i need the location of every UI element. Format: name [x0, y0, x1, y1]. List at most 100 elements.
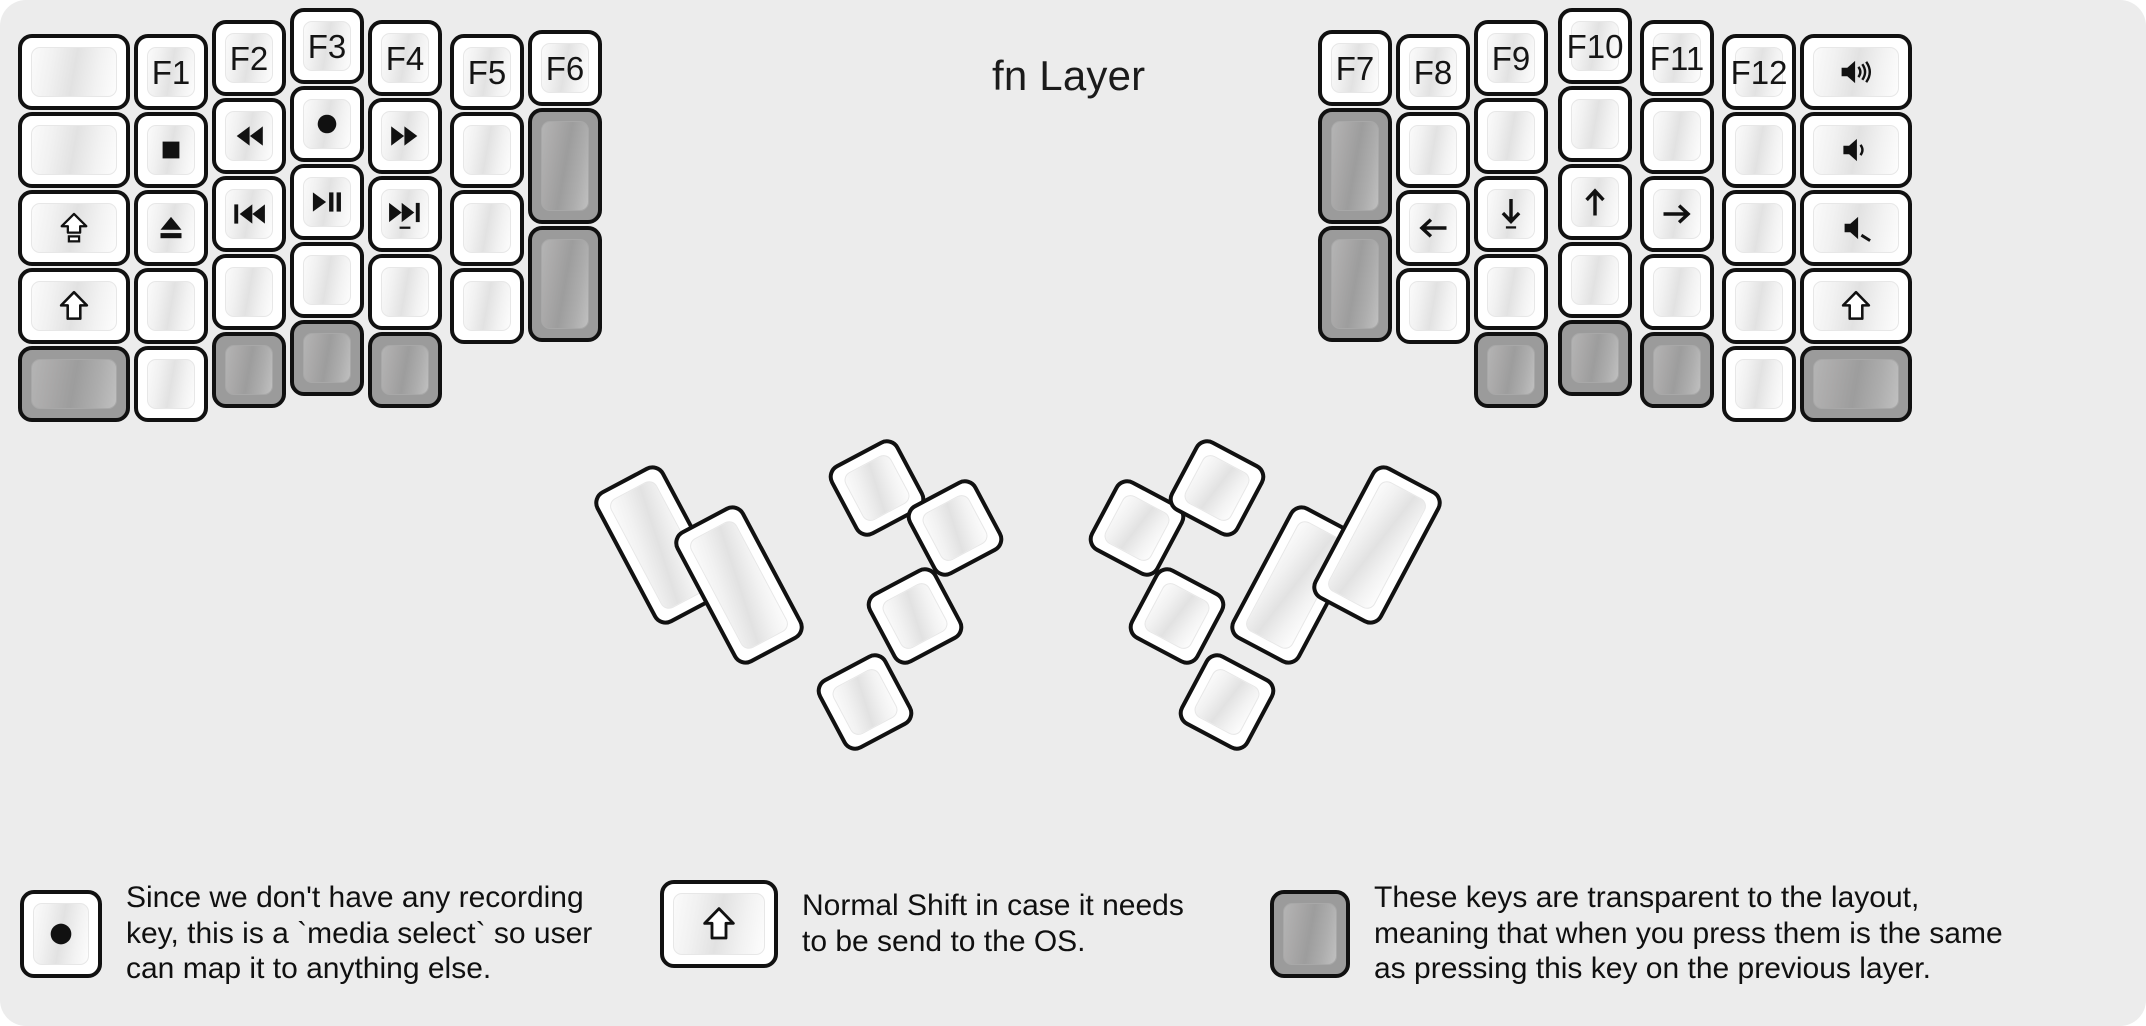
right-col-6-pinky-key-2[interactable] [1722, 112, 1796, 188]
right-col-1-inner2-key-2[interactable] [1318, 108, 1392, 224]
keycap-surface [1409, 281, 1457, 331]
left-col-3-ring-key-2[interactable] [212, 98, 286, 174]
right-col-2-inner-key-2[interactable] [1396, 112, 1470, 188]
right-col-5-ring-key-1[interactable]: F11 [1640, 20, 1714, 96]
left-col-4-middle-key-4[interactable] [290, 242, 364, 318]
record-icon [294, 90, 360, 158]
left-col-2-pinky-key-2[interactable] [134, 112, 208, 188]
left-col-3-ring-key-3[interactable] [212, 176, 286, 252]
left-col-3-ring-key-1[interactable]: F2 [212, 20, 286, 96]
left-col-7-inner2-key-1[interactable]: F6 [528, 30, 602, 106]
next-track-underline-icon [389, 202, 420, 229]
left-col-1-outer-key-2[interactable] [18, 112, 130, 188]
left-col-2-pinky-key-4[interactable] [134, 268, 208, 344]
left-col-1-outer-key-1[interactable] [18, 34, 130, 110]
left-col-2-pinky-key-5[interactable] [134, 346, 208, 422]
right-col-2-inner-key-1[interactable]: F8 [1396, 34, 1470, 110]
key-label [454, 272, 520, 340]
right-col-3-index-key-1[interactable]: F9 [1474, 20, 1548, 96]
left-col-7-inner2-key-3[interactable] [528, 226, 602, 342]
up-arrow-icon [1585, 188, 1605, 216]
keycap-surface [31, 125, 117, 175]
left-col-5-index-key-4[interactable] [368, 254, 442, 330]
left-col-4-middle-key-3[interactable] [290, 164, 364, 240]
right-col-5-ring-key-2[interactable] [1640, 98, 1714, 174]
left-col-4-middle-key-5[interactable] [290, 320, 364, 396]
right-col-1-inner2-key-1[interactable]: F7 [1318, 30, 1392, 106]
keycap-surface [541, 121, 589, 211]
right-col-3-index-key-3[interactable] [1474, 176, 1548, 252]
right-col-2-inner-key-4[interactable] [1396, 268, 1470, 344]
left-col-4-middle-key-2[interactable] [290, 86, 364, 162]
left-col-5-index-key-2[interactable] [368, 98, 442, 174]
right-col-7-outer-key-2[interactable] [1800, 112, 1912, 188]
left-col-7-inner2-key-2[interactable] [528, 108, 602, 224]
key-label: F10 [1566, 27, 1624, 65]
key-label [1562, 246, 1628, 314]
right-col-7-outer-key-1[interactable] [1800, 34, 1912, 110]
right-col-5-ring-key-4[interactable] [1640, 254, 1714, 330]
record-icon [50, 923, 72, 944]
right-col-4-middle-key-5[interactable] [1558, 320, 1632, 396]
left-col-1-outer-key-4[interactable] [18, 268, 130, 344]
right-col-4-middle-key-1[interactable]: F10 [1558, 8, 1632, 84]
left-col-1-outer-key-5[interactable] [18, 346, 130, 422]
left-col-5-index-key-3[interactable] [368, 176, 442, 252]
right-col-7-outer-key-5[interactable] [1800, 346, 1912, 422]
right-col-4-middle-key-4[interactable] [1558, 242, 1632, 318]
key-label [454, 116, 520, 184]
legend-key-sample-2[interactable] [660, 880, 778, 968]
right-col-3-index-key-5[interactable] [1474, 332, 1548, 408]
left-col-1-outer-key-3[interactable] [18, 190, 130, 266]
right-col-7-outer-key-4[interactable] [1800, 268, 1912, 344]
left-col-3-ring-key-4[interactable] [212, 254, 286, 330]
left-col-6-inner-key-2[interactable] [450, 112, 524, 188]
up-arrow-icon [1562, 168, 1628, 236]
prev-track-icon [234, 204, 265, 224]
shift-arrow-icon [703, 907, 735, 940]
right-col-3-index-key-4[interactable] [1474, 254, 1548, 330]
left-col-6-inner-key-3[interactable] [450, 190, 524, 266]
key-label: F2 [229, 39, 269, 77]
key-label [372, 336, 438, 404]
right-col-4-middle-key-2[interactable] [1558, 86, 1632, 162]
right-col-5-ring-key-3[interactable] [1640, 176, 1714, 252]
right-col-2-inner-key-3[interactable] [1396, 190, 1470, 266]
keycap-surface [463, 125, 511, 175]
right-col-5-ring-key-5[interactable] [1640, 332, 1714, 408]
right-col-6-pinky-key-3[interactable] [1722, 190, 1796, 266]
stop-icon [162, 141, 180, 159]
right-col-3-index-key-2[interactable] [1474, 98, 1548, 174]
keycap-surface [225, 267, 273, 317]
keycap-surface [1653, 33, 1701, 83]
keycap-surface [225, 33, 273, 83]
left-col-3-ring-key-5[interactable] [212, 332, 286, 408]
key-label [867, 568, 963, 664]
left-col-2-pinky-key-3[interactable] [134, 190, 208, 266]
right-col-6-pinky-key-1[interactable]: F12 [1722, 34, 1796, 110]
keycap-surface [463, 203, 511, 253]
keycap-surface [303, 21, 351, 71]
record-icon [24, 894, 98, 974]
right-col-6-pinky-key-4[interactable] [1722, 268, 1796, 344]
keycap-surface [1487, 267, 1535, 317]
left-col-5-index-key-1[interactable]: F4 [368, 20, 442, 96]
legend-key-sample-1[interactable] [20, 889, 102, 978]
right-col-1-inner2-key-3[interactable] [1318, 226, 1392, 342]
key-label [675, 506, 803, 664]
left-col-5-index-key-5[interactable] [368, 332, 442, 408]
left-col-6-inner-key-4[interactable] [450, 268, 524, 344]
page-title: fn Layer [992, 52, 1146, 99]
keycap-surface [1813, 47, 1899, 97]
key-label [372, 258, 438, 326]
right-col-7-outer-key-3[interactable] [1800, 190, 1912, 266]
volume-up-icon [1804, 38, 1908, 106]
legend-text-2: Normal Shift in case it needs to be send… [802, 889, 1184, 958]
left-col-6-inner-key-1[interactable]: F5 [450, 34, 524, 110]
right-col-6-pinky-key-5[interactable] [1722, 346, 1796, 422]
left-col-4-middle-key-1[interactable]: F3 [290, 8, 364, 84]
right-col-4-middle-key-3[interactable] [1558, 164, 1632, 240]
left-col-2-pinky-key-1[interactable]: F1 [134, 34, 208, 110]
keycap-surface [1487, 345, 1535, 395]
legend-key-sample-3[interactable] [1270, 889, 1350, 978]
